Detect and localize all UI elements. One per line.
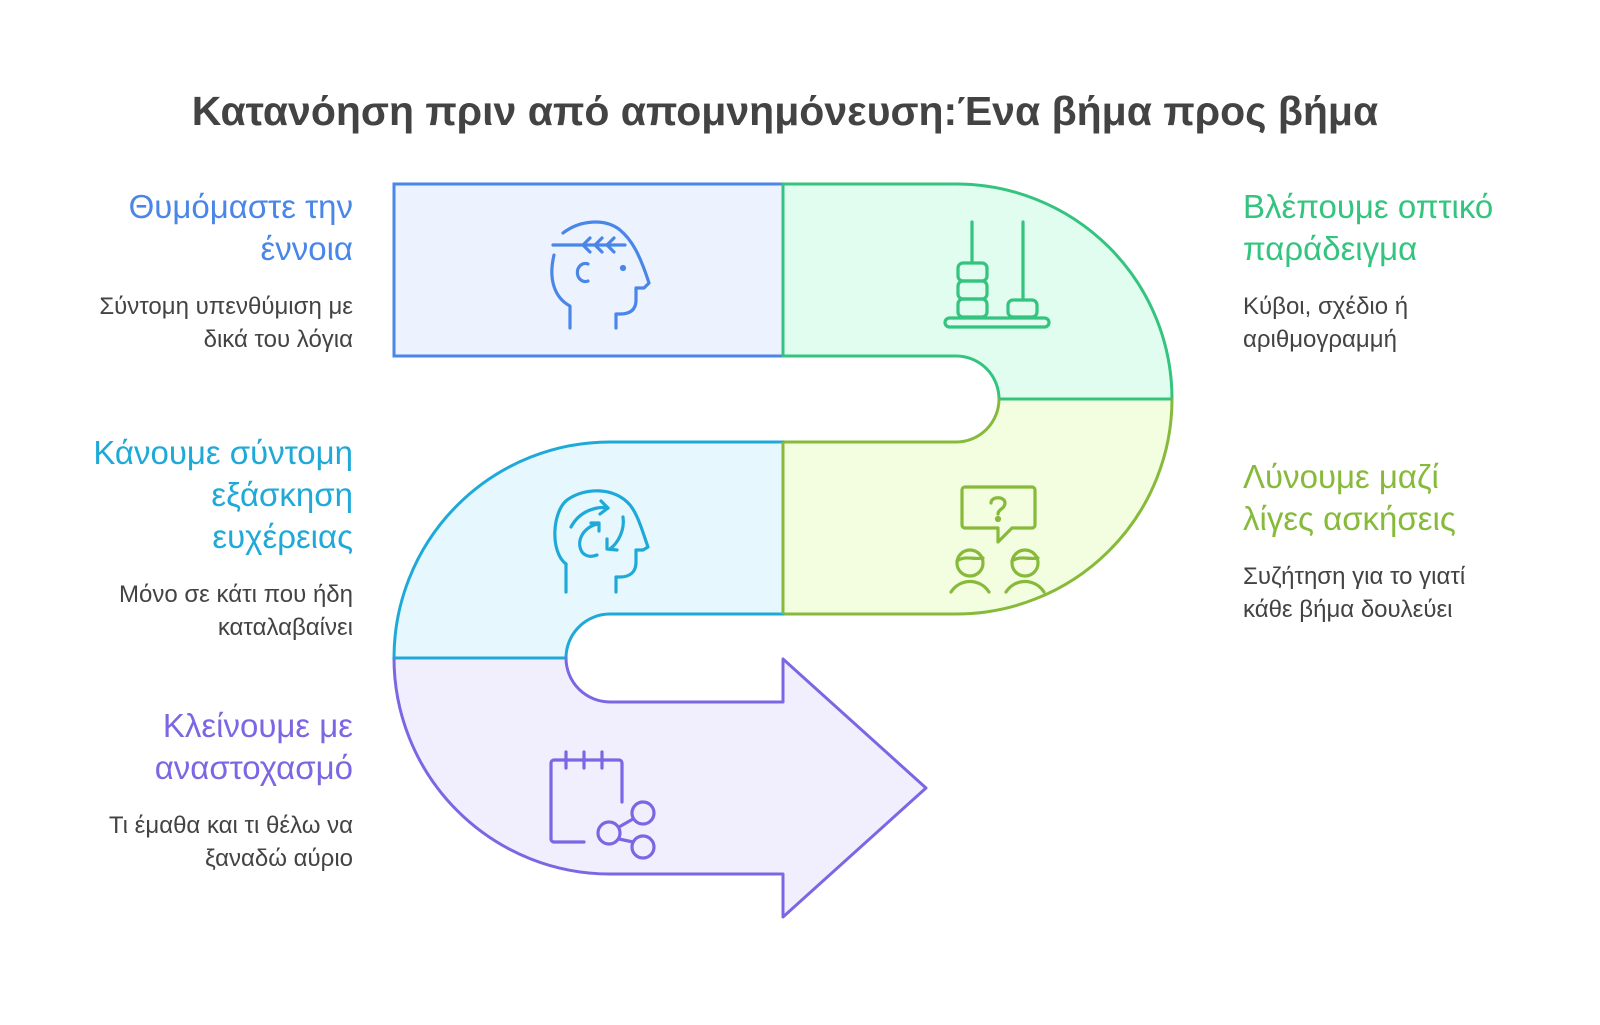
step-2-segment <box>781 182 1174 401</box>
step-2-label: Βλέπουμε οπτικό παράδειγμα Κύβοι, σχέδιο… <box>1243 186 1583 356</box>
step-5-description: Τι έμαθα και τι θέλω να ξαναδώ αύριο <box>108 812 353 872</box>
page-title: Κατανόηση πριν από απομνημόνευση:Ένα βήμ… <box>191 88 1379 134</box>
step-4-label: Κάνουμε σύντομη εξάσκηση ευχέρειας Μόνο … <box>23 432 353 644</box>
head-with-cycle-arrows-icon <box>553 489 650 594</box>
notepad-share-icon <box>549 750 656 860</box>
step-5-label: Κλείνουμε με αναστοχασμό Τι έμαθα και τι… <box>23 705 353 875</box>
step-1-description: Σύντομη υπενθύμιση με δικά του λόγια <box>99 293 353 353</box>
step-3-description: Συζήτηση για το γιατί κάθε βήμα δουλεύει <box>1243 563 1466 623</box>
step-5-heading: Κλείνουμε με αναστοχασμό <box>154 707 353 786</box>
step-1-heading: Θυμόμαστε την έννοια <box>128 188 353 267</box>
step-4-segment <box>392 440 785 660</box>
step-3-segment <box>781 397 1174 616</box>
step-4-description: Μόνο σε κάτι που ήδη καταλαβαίνει <box>118 581 353 641</box>
step-3-heading: Λύνουμε μαζί λίγες ασκήσεις <box>1243 458 1456 537</box>
step-4-heading: Κάνουμε σύντομη εξάσκηση ευχέρειας <box>93 434 353 555</box>
step-2-heading: Βλέπουμε οπτικό παράδειγμα <box>1243 188 1494 267</box>
step-3-label: Λύνουμε μαζί λίγες ασκήσεις Συζήτηση για… <box>1243 456 1583 626</box>
step-1-segment <box>392 182 785 358</box>
discussion-question-icon <box>949 485 1046 594</box>
abacus-icon <box>943 220 1051 329</box>
step-1-label: Θυμόμαστε την έννοια Σύντομη υπενθύμιση … <box>23 186 353 356</box>
step-5-arrow-segment <box>392 656 928 919</box>
step-2-description: Κύβοι, σχέδιο ή αριθμογραμμή <box>1243 293 1409 353</box>
head-with-arrow-icon <box>550 220 651 330</box>
